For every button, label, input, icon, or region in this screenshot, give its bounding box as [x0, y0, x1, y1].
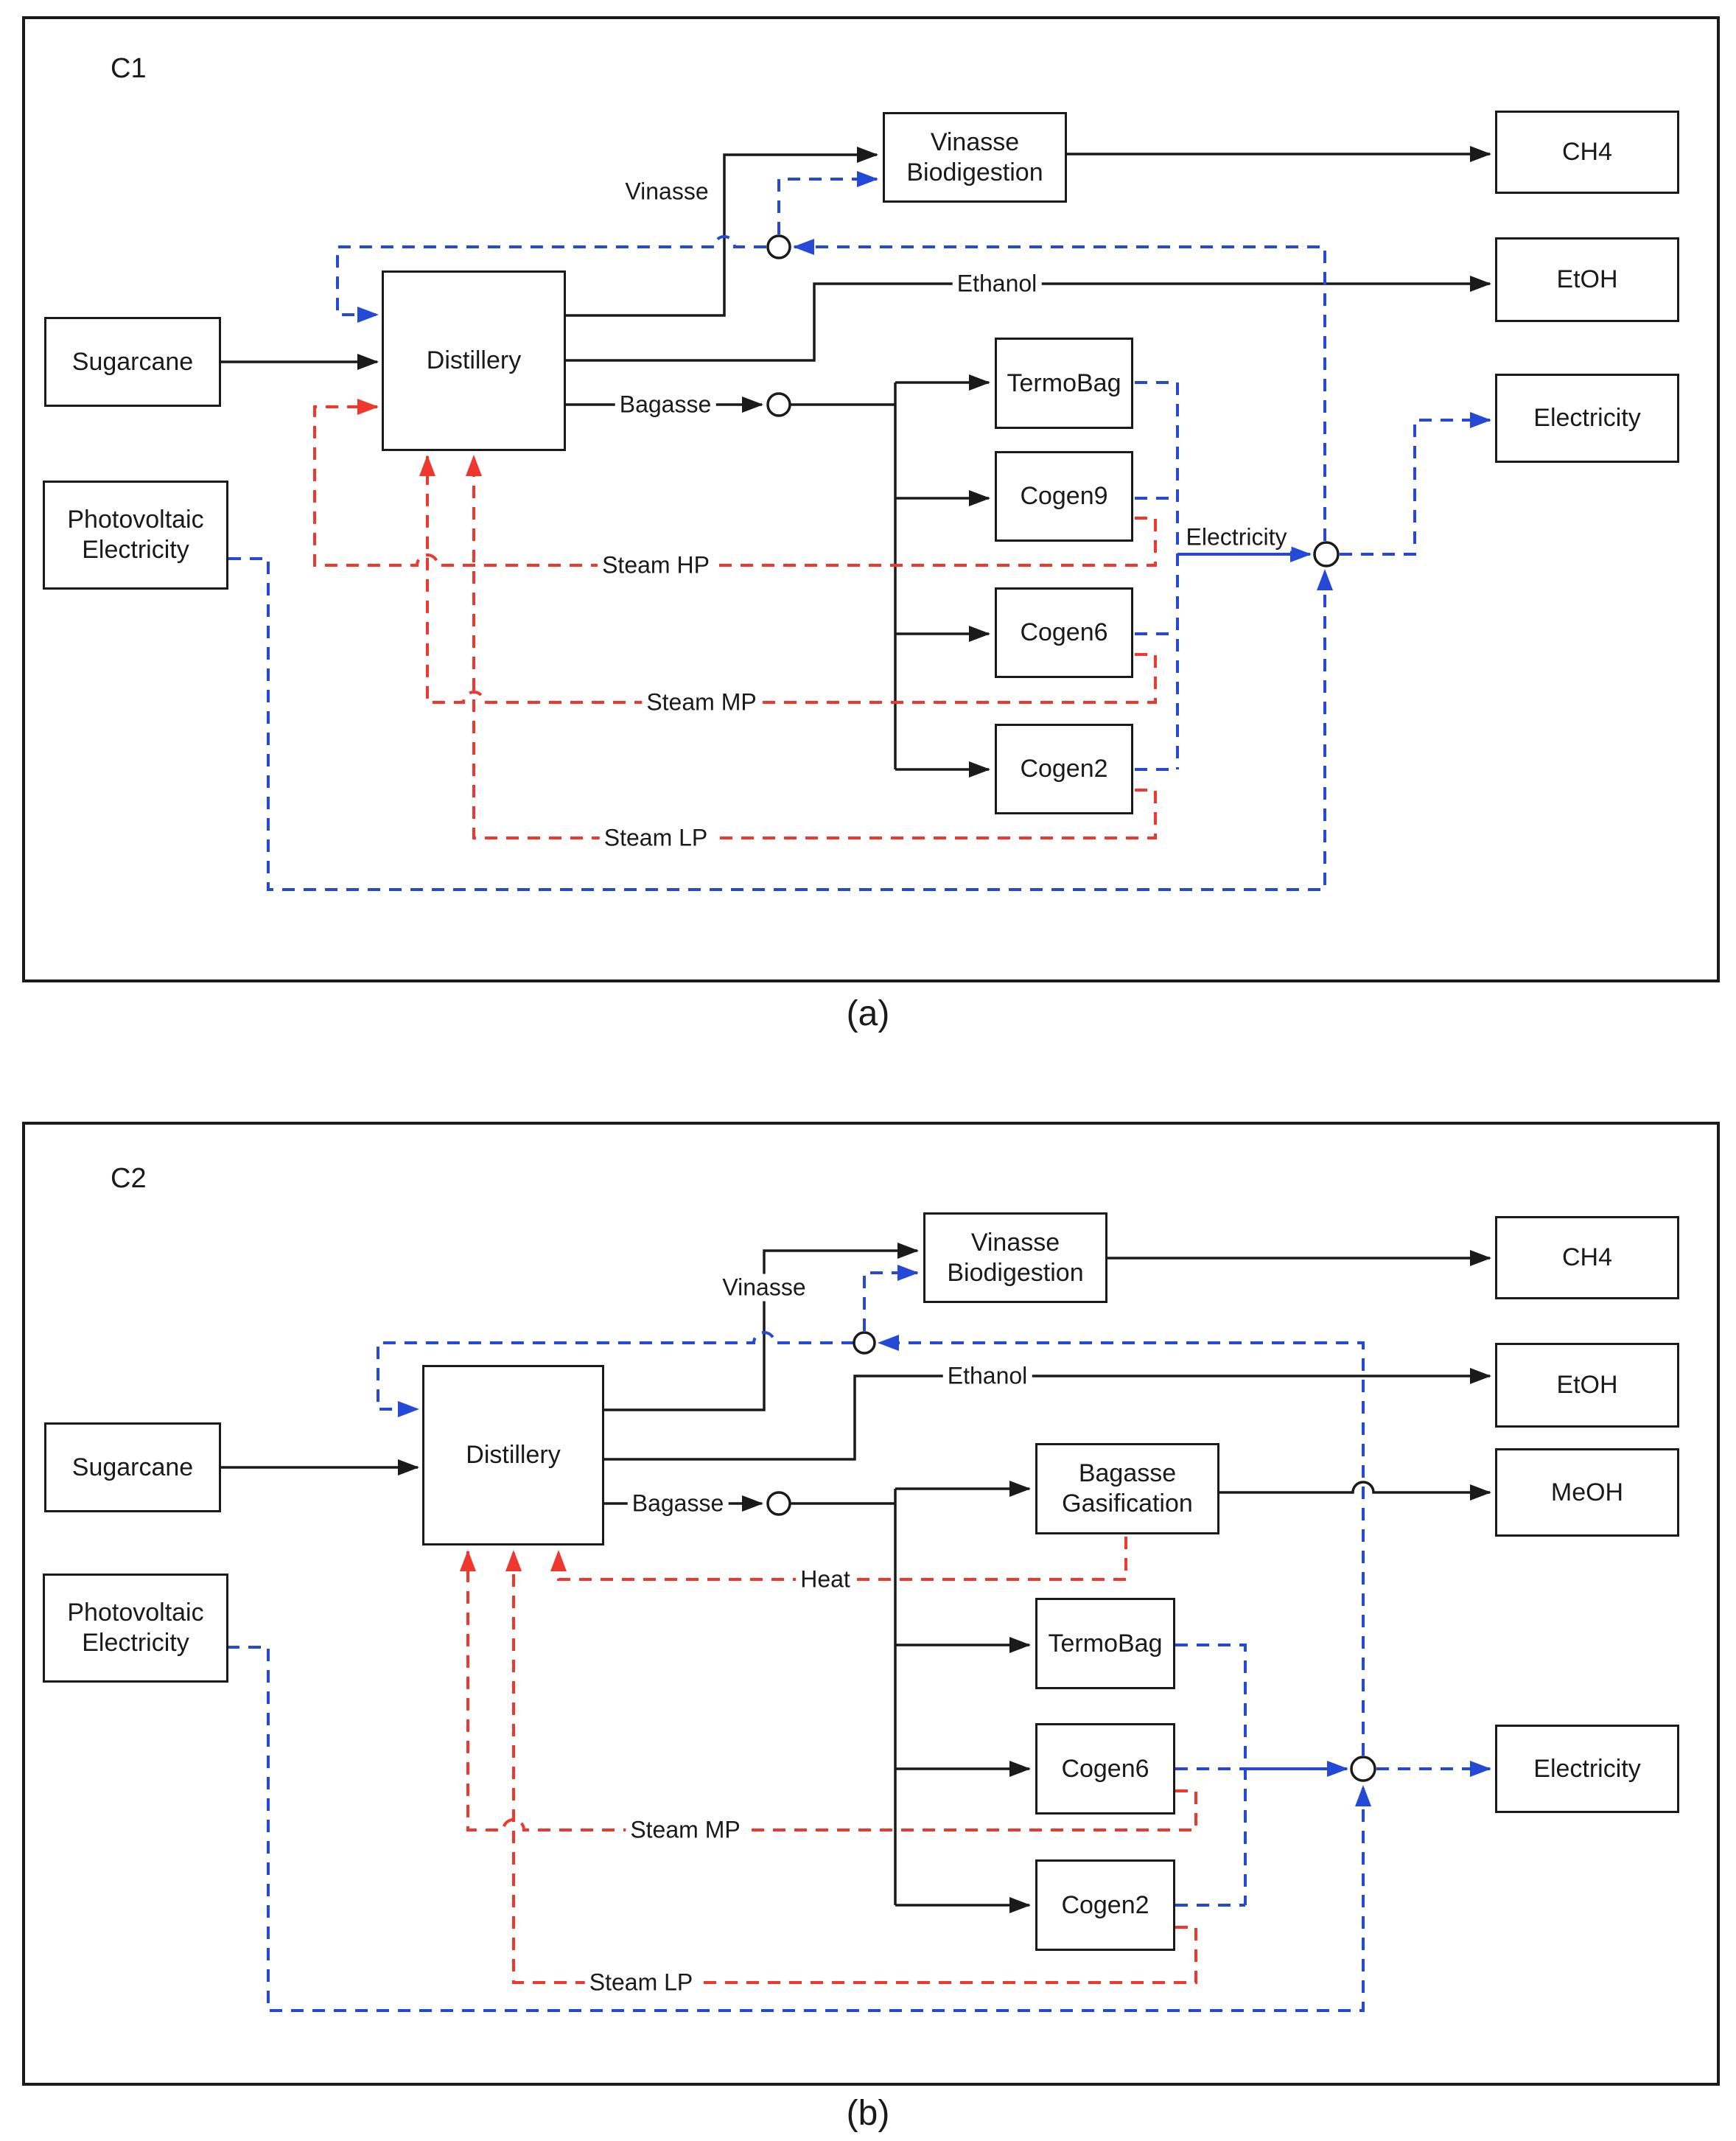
node-cogen6-b: Cogen6: [1035, 1723, 1175, 1815]
flow-label-bagasse-a: Bagasse: [615, 391, 716, 419]
junction-electricity-splitter-a: [766, 234, 791, 259]
line-steam-mp-a: [419, 455, 1157, 704]
node-ch4-a: CH4: [1495, 111, 1679, 194]
line-cogen-collector-a: [1135, 381, 1179, 771]
node-termobag-b: TermoBag: [1035, 1598, 1175, 1689]
diagram-a-steam-flows: [313, 399, 1157, 839]
line-pv-loop-a: [228, 557, 1333, 891]
line-junction-to-splitter-b: [878, 1335, 1365, 1756]
line-ethanol-a: [565, 276, 1491, 362]
panel-b-border: [22, 1122, 1720, 2086]
node-cogen9-a: Cogen9: [995, 451, 1133, 542]
flow-label-ethanol-a: Ethanol: [952, 270, 1042, 298]
flow-label-steam-hp-a: Steam HP: [598, 551, 714, 579]
node-sugarcane-a: Sugarcane: [44, 317, 221, 407]
flow-label-heat-b: Heat: [796, 1565, 855, 1593]
caption-a: (a): [846, 994, 890, 1033]
node-cogen2-a: Cogen2: [995, 724, 1133, 814]
node-cogen6-a: Cogen6: [995, 587, 1133, 678]
line-steam-lp-b: [505, 1550, 1197, 1984]
node-sugarcane-b: Sugarcane: [44, 1422, 221, 1512]
flow-label-steam-mp-a: Steam MP: [642, 688, 761, 716]
line-electricity-to-distillery-b: [377, 1331, 854, 1417]
node-electricity-b: Electricity: [1495, 1725, 1679, 1813]
junction-electricity-splitter-b: [853, 1331, 876, 1355]
node-etoh-a: EtOH: [1495, 237, 1679, 322]
flow-label-steam-lp-b: Steam LP: [584, 1969, 698, 1997]
line-electricity-to-biodigestion-a: [777, 171, 878, 234]
diagram-b-electricity-flows: [227, 1265, 1491, 2012]
node-electricity-a: Electricity: [1495, 374, 1679, 463]
line-vinasse-b: [604, 1243, 919, 1411]
diagram-a-electricity-flows: [228, 171, 1491, 891]
flow-label-steam-lp-a: Steam LP: [599, 824, 713, 852]
flow-label-steam-mp-b: Steam MP: [626, 1816, 745, 1844]
flow-label-bagasse-b: Bagasse: [627, 1489, 729, 1517]
line-gasification-to-meoh-b: [1219, 1481, 1491, 1501]
node-distillery-b: Distillery: [422, 1365, 604, 1545]
scenario-tag-a: C1: [111, 53, 147, 84]
diagram-b-black-flows: [221, 1243, 1491, 1913]
junction-electricity-main-a: [1313, 541, 1340, 567]
line-pv-loop-b: [227, 1646, 1371, 2012]
line-electricity-to-biodigestion-b: [863, 1265, 919, 1331]
node-ch4-b: CH4: [1495, 1216, 1679, 1299]
node-distillery-a: Distillery: [382, 270, 566, 451]
panel-a-border: [22, 16, 1720, 982]
line-junction-to-splitter-a: [793, 239, 1326, 541]
node-termobag-a: TermoBag: [995, 338, 1133, 429]
line-ethanol-b: [604, 1368, 1491, 1461]
flow-label-ethanol-b: Ethanol: [942, 1362, 1032, 1390]
caption-b: (b): [846, 2094, 890, 2133]
line-cogen-collector-b: [1175, 1644, 1247, 1907]
line-electricity-to-distillery-a: [336, 235, 766, 323]
flow-label-electricity-a: Electricity: [1181, 523, 1292, 551]
line-junction-to-grid-a: [1340, 412, 1491, 556]
line-steam-mp-b: [460, 1550, 1197, 1831]
line-bagasse-trunk-b: [790, 1489, 897, 1905]
line-steam-lp-a: [466, 455, 1157, 839]
node-etoh-b: EtOH: [1495, 1343, 1679, 1428]
flow-label-vinasse-b: Vinasse: [718, 1274, 811, 1302]
node-meoh-b: MeOH: [1495, 1448, 1679, 1537]
junction-bagasse-a: [766, 392, 791, 417]
scenario-tag-b: C2: [111, 1163, 147, 1194]
junction-bagasse-b: [766, 1491, 791, 1516]
line-bagasse-trunk-a: [790, 383, 897, 769]
line-steam-hp-a: [313, 399, 1157, 567]
node-cogen2-b: Cogen2: [1035, 1859, 1175, 1951]
junction-electricity-main-b: [1350, 1756, 1376, 1782]
flow-label-vinasse-a: Vinasse: [620, 178, 713, 206]
